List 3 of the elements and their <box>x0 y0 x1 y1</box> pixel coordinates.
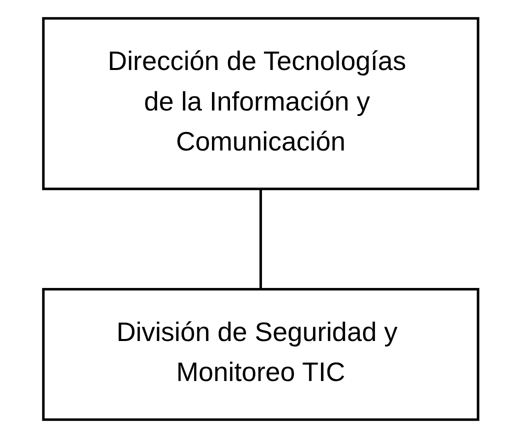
connector <box>259 188 262 290</box>
node-box: Dirección de Tecnologías de la Información y Comunicación <box>42 17 480 190</box>
node-box: División de Seguridad y Monitoreo TIC <box>42 288 480 421</box>
